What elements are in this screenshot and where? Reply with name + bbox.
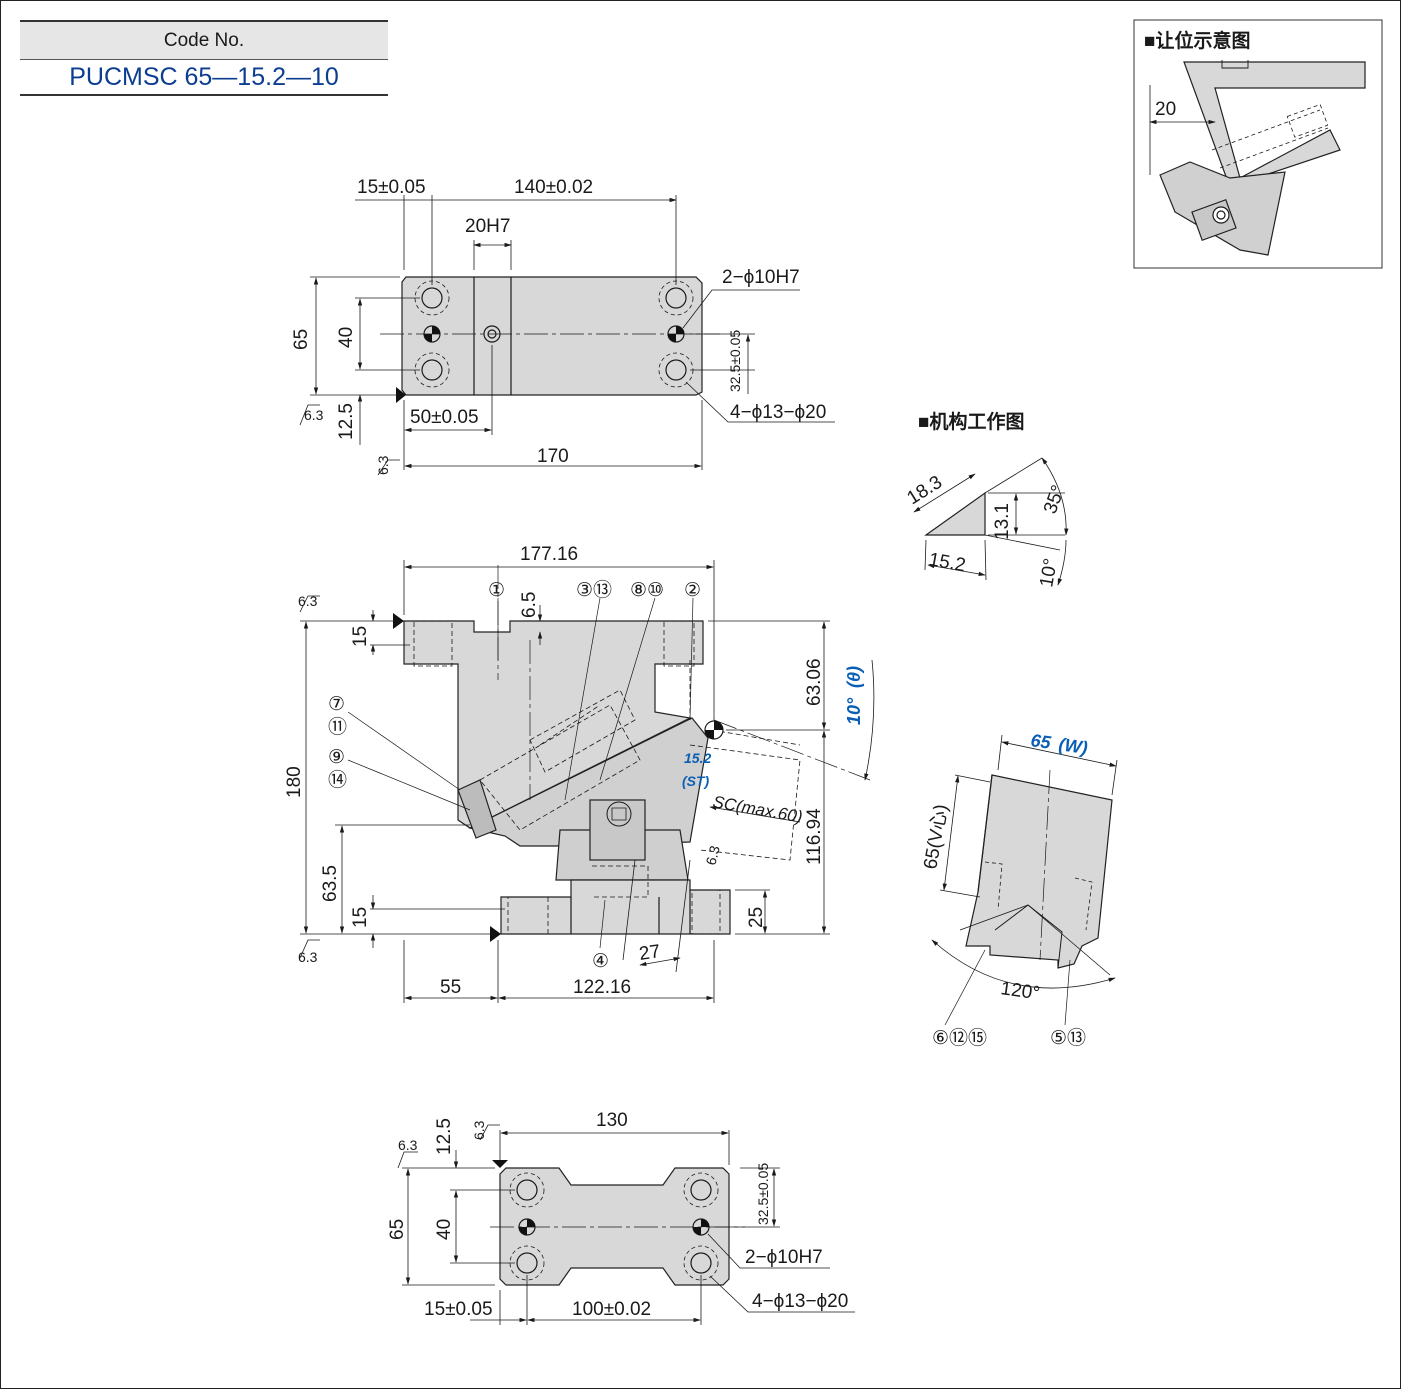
dim-130: 130 (596, 1110, 628, 1131)
front-view (299, 560, 875, 1003)
mech-dim-18-3: 18.3 (904, 472, 946, 509)
side-width-sym: (W) (1057, 734, 1088, 758)
roughness-mark-2: 6.3 (375, 455, 391, 475)
side-angle-120: 120° (999, 978, 1041, 1004)
dim-180: 180 (284, 766, 305, 798)
mech-angle-10: 10° (1036, 557, 1062, 589)
dim-63-5: 63.5 (320, 865, 341, 902)
roughness-mark-7: 6.3 (471, 1120, 487, 1140)
roughness-mark-5: 6.3 (298, 949, 318, 965)
dim-27: 27 (638, 941, 662, 965)
dim-177-16: 177.16 (520, 544, 578, 565)
balloon-9: ⑨ (328, 747, 345, 768)
dim-15-tol-b: 15±0.05 (424, 1299, 493, 1320)
clearance-dim-20: 20 (1155, 99, 1176, 120)
balloon-7: ⑦ (328, 694, 345, 715)
angle-10-deg: 10° (844, 697, 864, 725)
balloon-2: ② (684, 580, 701, 601)
sc-max-60: SC(max.60) (711, 792, 804, 826)
code-number: PUCMSC 65—15.2—10 (20, 58, 388, 96)
dim-15-bottom: 15 (350, 907, 371, 928)
dim-20h7: 20H7 (465, 216, 510, 237)
dim-122-16: 122.16 (573, 977, 631, 998)
balloon-4: ④ (592, 951, 609, 972)
balloon-11: ⑪ (328, 716, 347, 738)
balloon-8-10: ⑧⑩ (630, 580, 664, 601)
angle-theta: (θ) (844, 666, 864, 688)
code-label: Code No. (20, 20, 388, 60)
roughness-mark-3: 6.3 (702, 844, 723, 867)
bottom-view (397, 1124, 855, 1325)
dim-12-5: 12.5 (336, 403, 357, 440)
balloon-14: ⑭ (328, 769, 347, 791)
dim-15-tol: 15±0.05 (357, 177, 426, 198)
dim-140-tol: 140±0.02 (514, 177, 593, 198)
dim-32-5-b: 32.5±0.05 (755, 1163, 771, 1225)
dim-65-height: 65 (291, 329, 312, 350)
side-width: 65 (1029, 730, 1053, 753)
dim-40-height: 40 (336, 327, 357, 348)
mechanism-title: ■机构工作图 (918, 410, 1024, 433)
clearance-inset (1133, 19, 1383, 269)
counterbore-callout-b: 4−ϕ13−ϕ20 (752, 1291, 848, 1312)
top-view (299, 195, 835, 476)
stroke-15-2: 15.2 (684, 750, 711, 766)
balloon-3-13: ③⑬ (576, 579, 612, 601)
clearance-title: ■让位示意图 (1144, 29, 1250, 52)
mech-dim-13-1: 13.1 (992, 503, 1013, 540)
roughness-mark: 6.3 (304, 407, 324, 423)
pin-hole-callout-b: 2−ϕ10H7 (745, 1247, 823, 1268)
dim-170: 170 (537, 446, 569, 467)
balloon-1: ① (488, 580, 505, 601)
dim-55: 55 (440, 977, 461, 998)
dim-15-top: 15 (350, 626, 371, 647)
stroke-st: (ST) (682, 773, 710, 789)
balloon-6-12-15: ⑥⑫⑮ (932, 1027, 987, 1049)
balloon-5-13: ⑤⑬ (1050, 1027, 1086, 1049)
dim-63-06: 63.06 (804, 658, 825, 706)
roughness-mark-4: 6.3 (298, 593, 318, 609)
dim-116-94: 116.94 (804, 808, 825, 865)
side-view (931, 734, 1118, 1026)
dim-50-tol: 50±0.05 (410, 407, 479, 428)
dim-40-b: 40 (434, 1219, 455, 1240)
dim-12-5-b: 12.5 (434, 1118, 455, 1155)
mech-dim-15-2: 15.2 (927, 549, 967, 576)
code-box: Code No. PUCMSC 65—15.2—10 (20, 20, 388, 96)
pin-hole-callout: 2−ϕ10H7 (722, 267, 800, 288)
dim-25: 25 (746, 907, 767, 928)
dim-65-b: 65 (387, 1219, 408, 1240)
dim-100-tol: 100±0.02 (572, 1299, 651, 1320)
dim-6-5: 6.5 (519, 592, 540, 618)
mechanism-diagram (913, 457, 1069, 586)
roughness-mark-6: 6.3 (398, 1137, 418, 1153)
counterbore-callout: 4−ϕ13−ϕ20 (730, 402, 826, 423)
dim-32-5-tol: 32.5±0.05 (727, 330, 743, 392)
